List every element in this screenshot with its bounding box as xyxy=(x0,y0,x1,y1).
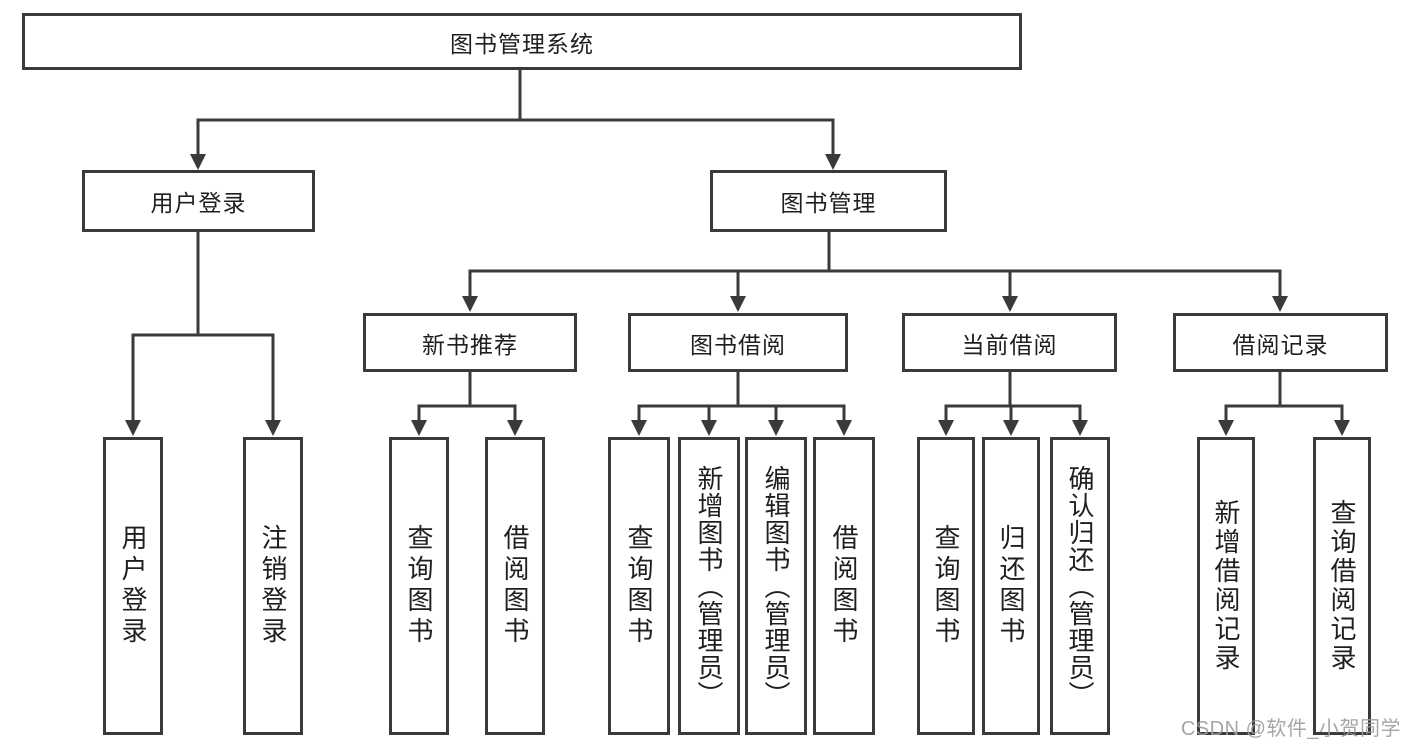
leaf-add-borrow-record: 新增借阅记录 xyxy=(1197,437,1255,735)
leaf-add-books-admin: 新增图书（管理员） xyxy=(678,437,740,735)
node-label: 借阅记录 xyxy=(1232,331,1329,358)
leaf-label: 借阅图书 xyxy=(500,524,530,648)
node-library-management-system: 图书管理系统 xyxy=(22,13,1022,70)
node-label: 当前借阅 xyxy=(961,331,1058,358)
leaf-query-books-borrow: 查询图书 xyxy=(608,437,670,735)
node-new-book-recommend: 新书推荐 xyxy=(363,313,577,372)
leaf-confirm-return-admin: 确认归还（管理员） xyxy=(1050,437,1110,735)
node-user-login: 用户登录 xyxy=(82,170,315,232)
node-current-borrow: 当前借阅 xyxy=(902,313,1117,372)
node-label: 用户登录 xyxy=(150,190,247,216)
leaf-return-books: 归还图书 xyxy=(982,437,1040,735)
leaf-label: 确认归还（管理员） xyxy=(1065,464,1095,708)
node-book-borrow: 图书借阅 xyxy=(628,313,848,372)
leaf-edit-books-admin: 编辑图书（管理员） xyxy=(745,437,807,735)
leaf-label: 查询图书 xyxy=(624,524,654,648)
leaf-user-login: 用户登录 xyxy=(103,437,163,735)
node-borrow-records: 借阅记录 xyxy=(1173,313,1388,372)
leaf-borrow-books: 借阅图书 xyxy=(813,437,875,735)
node-label: 图书管理 xyxy=(780,190,877,216)
arrowheads xyxy=(125,154,1350,436)
leaf-logout: 注销登录 xyxy=(243,437,303,735)
connector-paths xyxy=(131,70,1344,423)
node-label: 新书推荐 xyxy=(422,331,518,358)
leaf-query-books-current: 查询图书 xyxy=(917,437,975,735)
leaf-label: 新增借阅记录 xyxy=(1211,499,1241,673)
leaf-label: 查询借阅记录 xyxy=(1327,499,1357,673)
leaf-query-borrow-record: 查询借阅记录 xyxy=(1313,437,1371,735)
leaf-label: 注销登录 xyxy=(258,524,288,648)
leaf-label: 用户登录 xyxy=(118,524,148,648)
csdn-watermark: CSDN @软件_小贺同学 xyxy=(1180,718,1401,740)
leaf-label: 借阅图书 xyxy=(829,524,859,648)
leaf-label: 查询图书 xyxy=(404,524,434,648)
leaf-label: 查询图书 xyxy=(931,524,961,648)
leaf-borrow-books-recommend: 借阅图书 xyxy=(485,437,545,735)
leaf-label: 新增图书（管理员） xyxy=(694,464,724,708)
leaf-label: 归还图书 xyxy=(996,524,1026,648)
leaf-query-books-recommend: 查询图书 xyxy=(389,437,449,735)
leaf-label: 编辑图书（管理员） xyxy=(761,464,791,708)
node-label: 图书管理系统 xyxy=(450,30,594,57)
node-label: 图书借阅 xyxy=(690,331,786,358)
node-book-management: 图书管理 xyxy=(710,170,947,232)
